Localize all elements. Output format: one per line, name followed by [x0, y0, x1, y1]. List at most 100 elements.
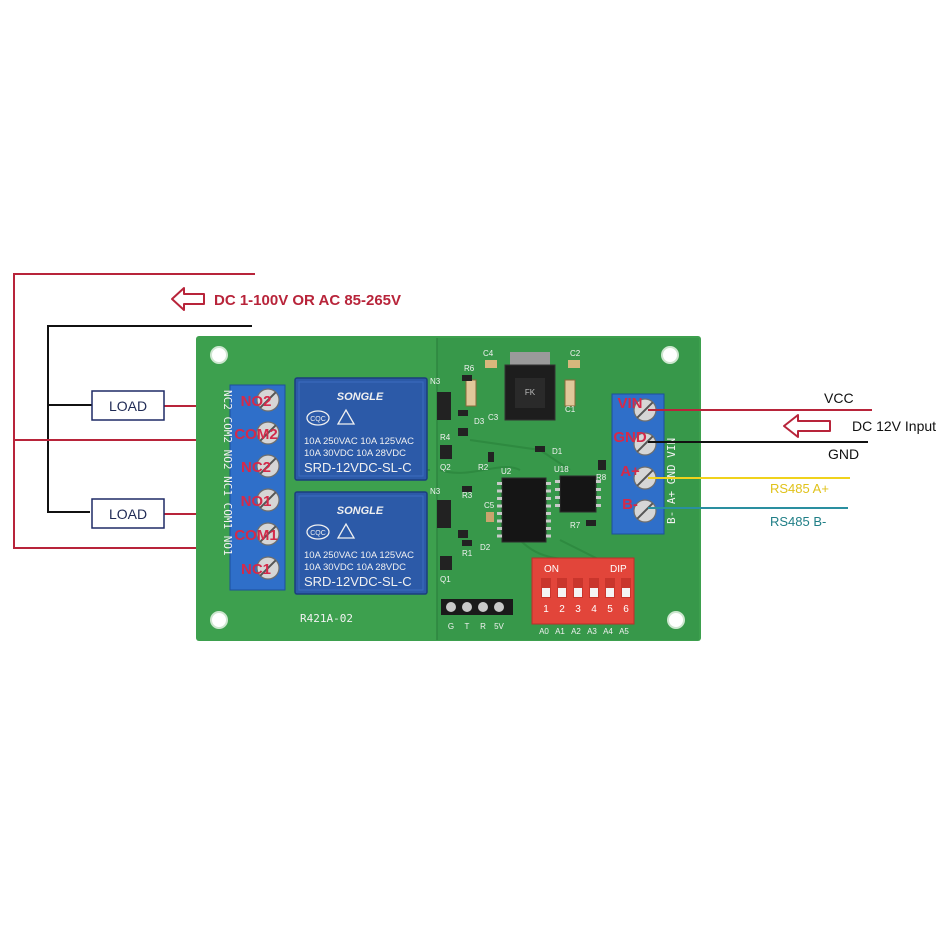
svg-text:N3: N3 [430, 377, 441, 386]
relay-1-spec-line1: 10A 250VAC 10A 125VAC [304, 550, 414, 561]
dip-address-a0: A0 [539, 627, 549, 636]
voltage-regulator: FK [504, 352, 556, 421]
power-wire-red [13, 273, 255, 549]
svg-text:R6: R6 [464, 364, 475, 373]
relay-2-spec-line1: 10A 250VAC 10A 125VAC [304, 436, 414, 447]
relay-2-cert-icon [336, 408, 356, 425]
dip-toggle-4[interactable] [589, 578, 599, 598]
svg-text:D1: D1 [552, 447, 563, 456]
rs485-chip-u18 [555, 475, 601, 513]
right-terminal-screws [633, 398, 657, 523]
pin-label-com1: COM1 [234, 527, 277, 544]
svg-text:U18: U18 [554, 465, 569, 474]
capacitor-c5 [486, 512, 494, 522]
diode-d1 [535, 446, 545, 452]
left-terminal-body [229, 384, 286, 591]
dip-address-a4: A4 [603, 627, 613, 636]
dip-toggle-1[interactable] [541, 578, 551, 598]
pin-label-com2: COM2 [234, 426, 277, 443]
left-wiring: LOAD LOAD DC 1-100V OR AC 85-265V [13, 273, 401, 549]
vcc-label: VCC [824, 390, 854, 406]
dip-number-6: 6 [623, 604, 629, 615]
relay-2-cqc-icon: CQC [306, 410, 330, 426]
screw-nc1[interactable] [256, 556, 280, 580]
dip-on-label: ON [544, 564, 559, 575]
dip-brand-label: DIP [610, 564, 627, 575]
resistor-r4 [458, 410, 468, 416]
dip-number-1: 1 [543, 604, 549, 615]
screw-bminus[interactable] [633, 499, 657, 523]
svg-text:Q2: Q2 [440, 463, 451, 472]
screw-com2[interactable] [256, 421, 280, 445]
screw-no2[interactable] [256, 388, 280, 412]
svg-text:N3: N3 [430, 487, 441, 496]
load-box-bottom [91, 498, 165, 529]
left-terminal-block: NC2 COM2 NO2 NC1 COM1 NO1 NO2COM2NC2NO1C… [221, 384, 286, 591]
dip-address-a2: A2 [571, 627, 581, 636]
resistor-r3 [462, 540, 472, 546]
power-source-arrow-icon [171, 287, 205, 311]
dip-toggle-2[interactable] [557, 578, 567, 598]
power-wire-black [47, 325, 252, 513]
dip-address-a3: A3 [587, 627, 597, 636]
dc-input-arrow-icon [783, 414, 831, 438]
rs485-b-label: RS485 B- [770, 514, 826, 529]
mcu-chip-u2 [497, 477, 551, 543]
pin-label-nc1: NC1 [241, 561, 271, 578]
mount-hole-tl [210, 346, 228, 364]
left-terminal-screws [256, 388, 280, 580]
resistor-r7 [586, 520, 596, 526]
svg-text:C2: C2 [570, 349, 581, 358]
svg-text:U2: U2 [501, 467, 512, 476]
svg-text:R4: R4 [440, 433, 451, 442]
header-pin-label-5v: 5V [494, 622, 504, 631]
relay-2-model: SRD-12VDC-SL-C [304, 460, 412, 475]
dip-toggle-6[interactable] [621, 578, 631, 598]
svg-text:FK: FK [525, 388, 536, 397]
screw-gnd[interactable] [633, 432, 657, 456]
header-pin-label-r: R [480, 622, 486, 631]
relay-2-cqc-text: CQC [310, 416, 326, 423]
svg-text:C3: C3 [488, 413, 499, 422]
mount-hole-bl [210, 611, 228, 629]
svg-text:C4: C4 [483, 349, 494, 358]
mount-hole-tr [661, 346, 679, 364]
resistor-r5 [462, 486, 472, 492]
rs485-a-label: RS485 A+ [770, 481, 829, 496]
capacitor-c4 [485, 360, 497, 368]
resistor-r8 [598, 460, 606, 470]
right-wiring: VCC DC 12V Input GND RS485 A+ RS485 B- [648, 390, 936, 529]
screw-com1[interactable] [256, 522, 280, 546]
load-box-top [91, 390, 165, 421]
dip-number-5: 5 [607, 604, 613, 615]
pin-label-no2: NO2 [241, 393, 272, 410]
logic-section: FK C4 C2 [430, 349, 635, 636]
dip-toggle-5[interactable] [605, 578, 615, 598]
svg-text:R7: R7 [570, 521, 581, 530]
screw-no1[interactable] [256, 488, 280, 512]
dip-number-3: 3 [575, 604, 581, 615]
right-terminal-silk: B- A+ GND VIN [665, 438, 678, 524]
power-source-label: DC 1-100V OR AC 85-265V [214, 292, 401, 309]
resistor-r6 [462, 375, 472, 381]
pin-label-bminus: B- [622, 496, 638, 513]
relay-1-model: SRD-12VDC-SL-C [304, 574, 412, 589]
dip-toggle-3[interactable] [573, 578, 583, 598]
relay-1-brand: SONGLE [337, 505, 384, 517]
relay-1-cqc-text: CQC [310, 530, 326, 537]
diode-d2 [458, 530, 468, 538]
screw-nc2[interactable] [256, 454, 280, 478]
mounting-holes [210, 346, 685, 629]
svg-text:D2: D2 [480, 543, 491, 552]
component-labels: C4 C2 N3 R6 C3 C1 D3 R4 D1 R2 U2 R8 U18 … [430, 349, 607, 584]
svg-text:C5: C5 [484, 501, 495, 510]
pin-label-gnd: GND [613, 429, 647, 446]
screw-vin[interactable] [633, 398, 657, 422]
